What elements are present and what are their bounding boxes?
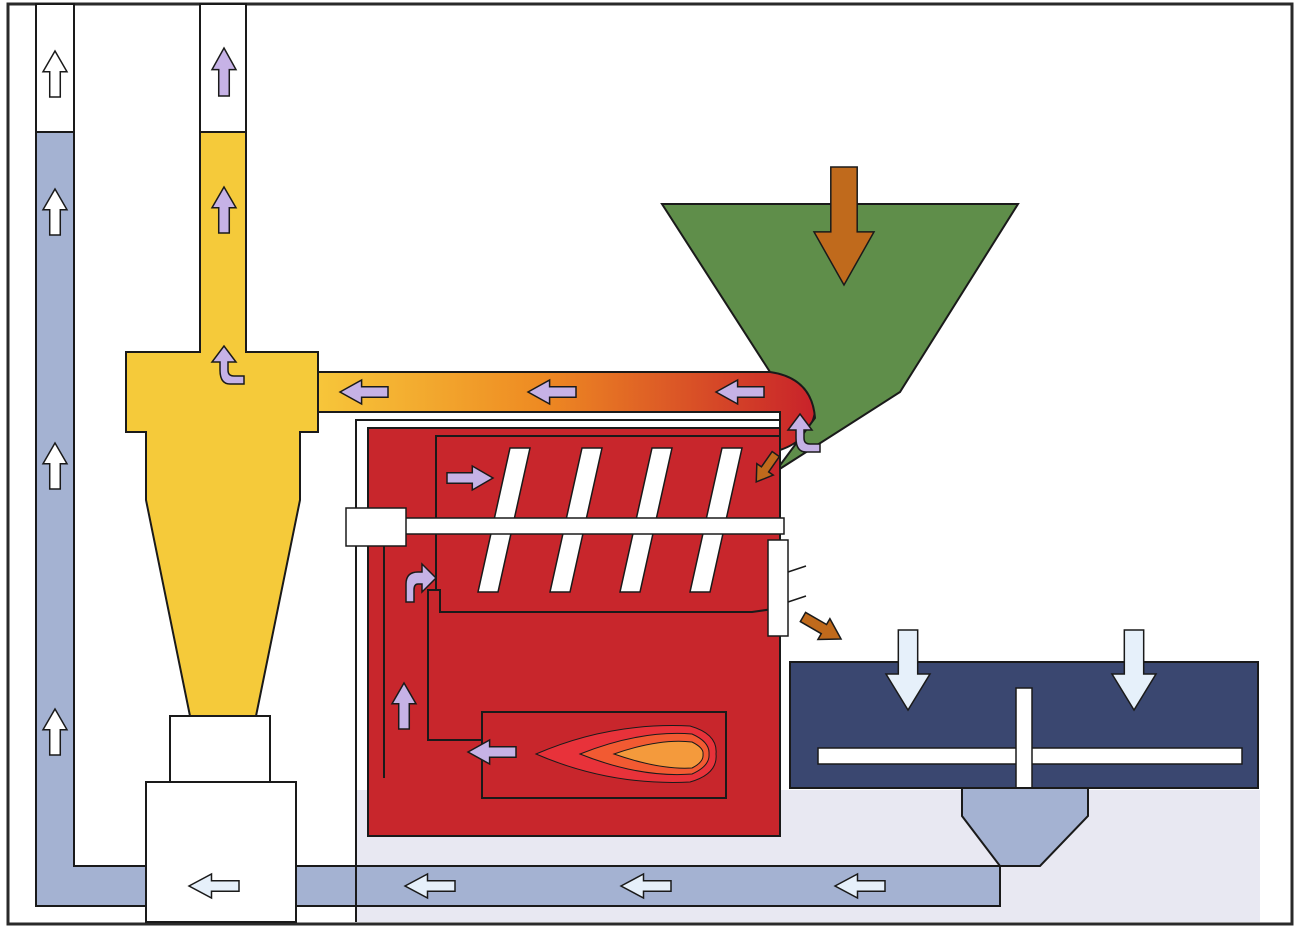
return-air-arrow xyxy=(619,872,672,900)
cyclone-separator xyxy=(125,131,319,717)
drum-exit-curve-arrow xyxy=(786,412,821,453)
exhaust-curve-arrow xyxy=(210,344,245,385)
burner-flame xyxy=(534,725,717,783)
discharge-door-handle xyxy=(787,565,807,603)
bean-into-drum-arrow xyxy=(755,450,781,484)
exhaust-flow-arrow xyxy=(210,46,238,97)
hot-gas-flow-arrow xyxy=(526,378,577,406)
drum-motor xyxy=(345,507,407,547)
hot-gas-flow-arrow xyxy=(714,378,765,406)
burner-air-arrow xyxy=(466,738,517,766)
cooling-stirrer-shaft xyxy=(1015,687,1033,789)
cyclone-collector-base-upper xyxy=(169,715,271,783)
air-flow-arrow xyxy=(41,707,69,756)
drum-shaft xyxy=(403,517,785,535)
outer-frame xyxy=(6,2,1294,926)
discharge-door xyxy=(767,539,789,637)
drum-left-channel xyxy=(383,540,437,778)
hot-gas-flow-arrow xyxy=(338,378,389,406)
cyclone-collector-base xyxy=(145,781,297,923)
cooling-air-arrow xyxy=(1110,629,1158,712)
air-flow-arrow xyxy=(41,49,69,98)
exhaust-flow-arrow xyxy=(210,185,238,234)
burner-rise-arrow xyxy=(390,681,418,730)
roaster-housing-outline xyxy=(355,419,780,922)
air-flow-arrow xyxy=(41,187,69,236)
flow-arrows xyxy=(41,46,1158,900)
bean-discharge-arrow xyxy=(799,611,843,641)
bean-input-arrow xyxy=(812,166,876,287)
return-air-arrow xyxy=(833,872,886,900)
drum-air-curve-arrow xyxy=(405,562,438,603)
cooling-funnel xyxy=(961,787,1089,867)
drum-air-arrow xyxy=(446,464,495,492)
air-flow-arrow xyxy=(41,441,69,490)
return-air-arrow xyxy=(403,872,456,900)
return-air-arrow xyxy=(187,872,240,900)
cooling-air-arrow xyxy=(884,629,932,712)
